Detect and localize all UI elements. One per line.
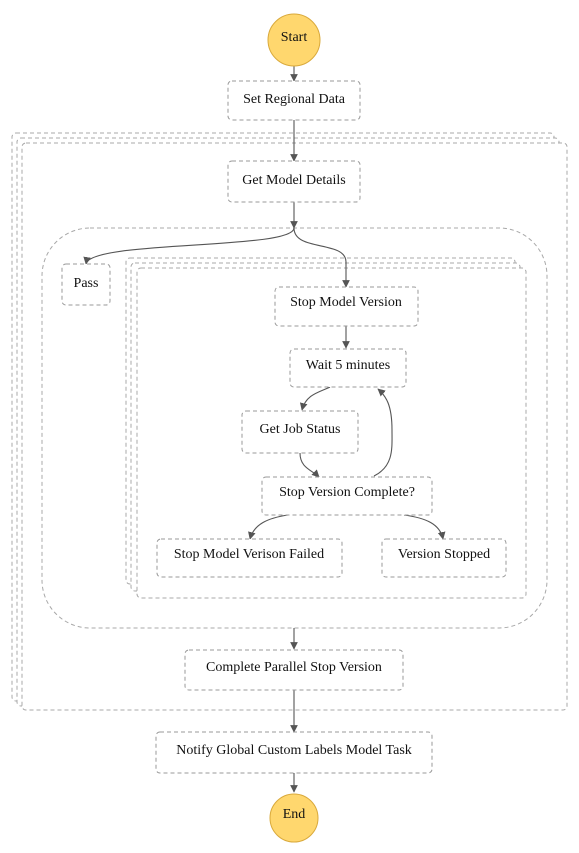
notify-global-label: Notify Global Custom Labels Model Task bbox=[176, 743, 412, 758]
complete-parallel-stop-version-label: Complete Parallel Stop Version bbox=[206, 660, 382, 675]
edge-wait-to-get-job-status bbox=[299, 386, 331, 411]
notify-global-node[interactable]: Notify Global Custom Labels Model Task bbox=[155, 731, 433, 774]
stop-model-version-failed-node[interactable]: Stop Model Verison Failed bbox=[156, 538, 343, 578]
wait-5-minutes-label: Wait 5 minutes bbox=[306, 358, 390, 373]
pass-label: Pass bbox=[74, 276, 99, 291]
set-regional-data-node[interactable]: Set Regional Data bbox=[227, 80, 361, 121]
pass-node[interactable]: Pass bbox=[61, 263, 111, 306]
version-stopped-label: Version Stopped bbox=[398, 547, 490, 562]
edge-complete-check-to-failed bbox=[248, 514, 289, 540]
edges bbox=[83, 66, 446, 793]
edge-complete-check-to-stopped bbox=[403, 514, 446, 540]
edge-parallel-to-stop-model-version bbox=[293, 227, 350, 288]
complete-parallel-stop-version-node[interactable]: Complete Parallel Stop Version bbox=[184, 649, 404, 691]
stop-model-version-label: Stop Model Version bbox=[290, 295, 402, 310]
edge-parallel-to-pass bbox=[83, 227, 295, 265]
start-node[interactable]: Start bbox=[267, 13, 321, 67]
edge-get-job-to-complete-check bbox=[299, 452, 320, 478]
stop-model-version-failed-label: Stop Model Verison Failed bbox=[174, 547, 324, 562]
get-job-status-node[interactable]: Get Job Status bbox=[241, 410, 359, 454]
get-model-details-label: Get Model Details bbox=[242, 173, 345, 188]
stop-model-version-node[interactable]: Stop Model Version bbox=[274, 286, 419, 327]
get-model-details-node[interactable]: Get Model Details bbox=[227, 160, 361, 203]
version-stopped-node[interactable]: Version Stopped bbox=[381, 538, 507, 578]
stop-version-complete-choice[interactable]: Stop Version Complete? bbox=[261, 476, 433, 516]
end-label: End bbox=[283, 807, 306, 822]
set-regional-data-label: Set Regional Data bbox=[243, 92, 346, 107]
get-job-status-label: Get Job Status bbox=[260, 422, 341, 437]
stop-version-complete-label: Stop Version Complete? bbox=[279, 485, 415, 500]
edge-complete-check-to-wait bbox=[373, 388, 393, 477]
wait-5-minutes-node[interactable]: Wait 5 minutes bbox=[289, 348, 407, 388]
end-node[interactable]: End bbox=[269, 793, 319, 843]
start-label: Start bbox=[281, 30, 308, 45]
